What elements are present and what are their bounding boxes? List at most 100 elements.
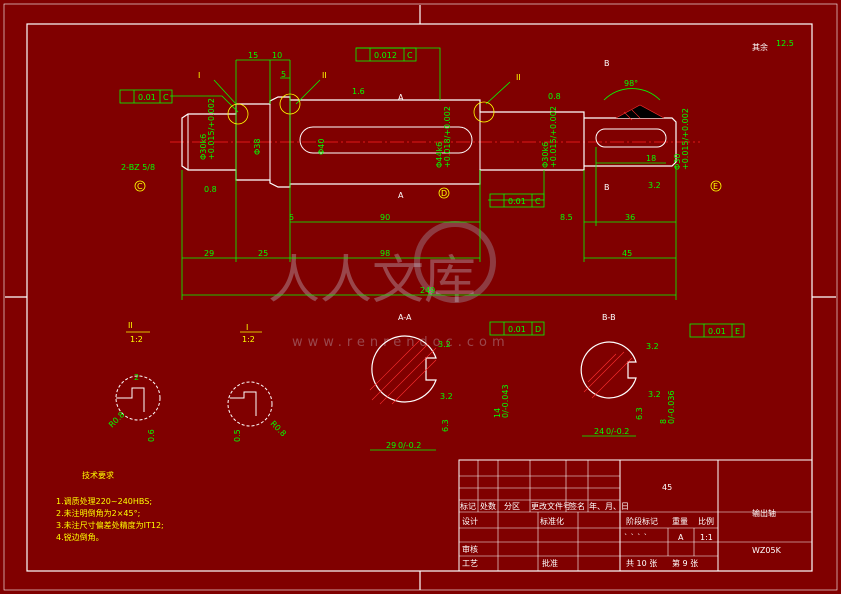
tb-design: 设计 [462, 516, 478, 526]
dimension-lines [170, 47, 677, 300]
dim-angle-98: 98° [624, 79, 638, 88]
tol-aa-value: 0.01 [508, 325, 526, 334]
detail-ii: II 1:2 2 R0.8 0.6 [107, 321, 161, 442]
datum-e: E [713, 182, 718, 191]
section-bb-label: B-B [602, 313, 616, 322]
datum-labels: C D E I II II A A B B 其余 12.5 [134, 39, 794, 200]
tb-count: 处数 [480, 501, 496, 511]
detail-ii-v: 0.6 [147, 429, 156, 442]
rough-0-8: 0.8 [548, 92, 561, 101]
dia-mid-tol: +0.018/+0.002 [443, 106, 452, 168]
dim-249: 249 [420, 286, 435, 295]
tb-review: 审核 [462, 544, 478, 554]
bb-rough-1: 3.2 [646, 342, 659, 351]
watermark-text: 人人文库 [268, 251, 476, 311]
dim-45: 45 [622, 249, 632, 258]
thread-label: 2-BZ 5/8 [121, 163, 155, 172]
dia-key: Φ30 [673, 154, 682, 170]
dim-18: 18 [646, 154, 656, 163]
aa-width: 29 [386, 441, 396, 450]
dim-36: 36 [625, 213, 635, 222]
aa-key: 14 [493, 408, 502, 418]
dim-15: 15 [248, 51, 258, 60]
tb-stage: 阶段标记 [626, 516, 658, 526]
bb-rough-2: 3.2 [648, 390, 661, 399]
section-aa-label: A-A [398, 313, 412, 322]
tech-req-1: 1.调质处理220~240HBS; [56, 496, 152, 506]
detail-markers [227, 93, 495, 125]
dim-5b: 5 [289, 213, 294, 222]
detail-i-r: R0.8 [269, 419, 288, 438]
dim-98: 98 [380, 249, 390, 258]
aa-rough-2: 3.2 [440, 392, 453, 401]
detail-ii-r: R0.8 [107, 410, 126, 429]
tol-bb-value: 0.01 [708, 327, 726, 336]
dim-8-5: 8.5 [560, 213, 573, 222]
rough-0-8-left: 0.8 [204, 185, 217, 194]
section-a-bottom: A [398, 191, 404, 200]
tol-top-value: 0.012 [374, 51, 397, 60]
tb-stage-value: A [678, 533, 684, 542]
tol-top-datum: C [407, 51, 413, 60]
dim-29: 29 [204, 249, 214, 258]
tolerance-frames: 0.01 C 0.012 C 0.01 C 0.01 D 0.01 E [119, 47, 745, 338]
sheet-border [3, 3, 838, 591]
dim-25: 25 [258, 249, 268, 258]
bb-width: 24 [594, 427, 604, 436]
tb-scale-value: 1:1 [700, 533, 713, 542]
tb-material: 45 [662, 483, 672, 492]
tb-zone: 分区 [504, 502, 520, 511]
watermark-url: www.renrendoc.com [292, 335, 510, 350]
bb-key-tol: 0/-0.036 [667, 390, 676, 424]
dia-right: Φ30k6 [541, 142, 550, 168]
detail-i-label: I [246, 323, 248, 332]
tb-date: 年、月、日 [589, 501, 629, 511]
tech-req-title: 技术要求 [82, 470, 114, 480]
tb-drawing-no: WZ05K [752, 546, 782, 555]
section-a-top: A [398, 93, 404, 102]
dia-left: Φ30k6 [199, 134, 208, 160]
roman-ii: II [322, 71, 327, 80]
aa-width-tol: 0/-0.2 [398, 441, 421, 450]
tb-weight: 重量 [672, 516, 688, 526]
tb-change-doc: 更改文件号 [531, 501, 571, 511]
dia-left-tol: +0.015/+0.002 [207, 98, 216, 160]
dia-40: Φ40 [317, 139, 326, 155]
bb-rough-3: 6.3 [635, 407, 644, 420]
dimension-text: 15 10 5 5 90 8.5 36 29 25 98 45 249 18 9… [121, 51, 690, 295]
tech-req-3: 3.未注尺寸偏差处精度为IT12; [56, 520, 164, 530]
surface-other-value: 12.5 [776, 39, 794, 48]
dim-10: 10 [272, 51, 282, 60]
tol-bottom-value: 0.01 [508, 197, 526, 206]
detail-ii-scale: 1:2 [130, 335, 143, 344]
tb-approve: 批准 [542, 558, 558, 568]
section-bb: B-B 24 0/-0.2 8 0/-0.036 3.2 3.2 6.3 [580, 313, 676, 437]
tb-part-name: 输出轴 [752, 508, 776, 518]
tb-process: 工艺 [462, 559, 478, 568]
title-block: 标记 处数 分区 更改文件号 签名 年、月、日 设计 标准化 审核 工艺 批准 … [458, 459, 813, 572]
dia-38: Φ38 [253, 139, 262, 155]
tb-sheet-no: 第 9 张 [672, 558, 698, 568]
dim-5a: 5 [281, 70, 286, 79]
tol-left-value: 0.01 [138, 93, 156, 102]
tol-left-datum: C [163, 93, 169, 102]
technical-requirements: 技术要求 1.调质处理220~240HBS; 2.未注明倒角为2×45°; 3.… [56, 470, 164, 542]
detail-ii-top: 2 [134, 373, 139, 382]
section-aa: A-A 29 0/-0.2 14 0/-0.043 3.2 3.2 6.3 [369, 313, 510, 451]
dia-key-tol: +0.015/+0.002 [681, 108, 690, 170]
tb-sign: 签名 [569, 501, 585, 511]
tol-bb-datum: E [735, 327, 740, 336]
datum-c: C [137, 182, 143, 191]
detail-ii-label: II [128, 321, 133, 330]
tb-scale-label: 比例 [698, 516, 714, 526]
tb-mark: 标记 [460, 501, 476, 511]
tech-req-2: 2.未注明倒角为2×45°; [56, 508, 140, 518]
tech-req-4: 4.锐边倒角。 [56, 532, 104, 542]
detail-i-scale: 1:2 [242, 335, 255, 344]
dia-right-tol: +0.015/+0.002 [549, 106, 558, 168]
surface-other: 其余 [752, 42, 768, 52]
tb-standardize: 标准化 [540, 516, 564, 526]
datum-d: D [441, 189, 447, 198]
roman-i: I [198, 71, 200, 80]
